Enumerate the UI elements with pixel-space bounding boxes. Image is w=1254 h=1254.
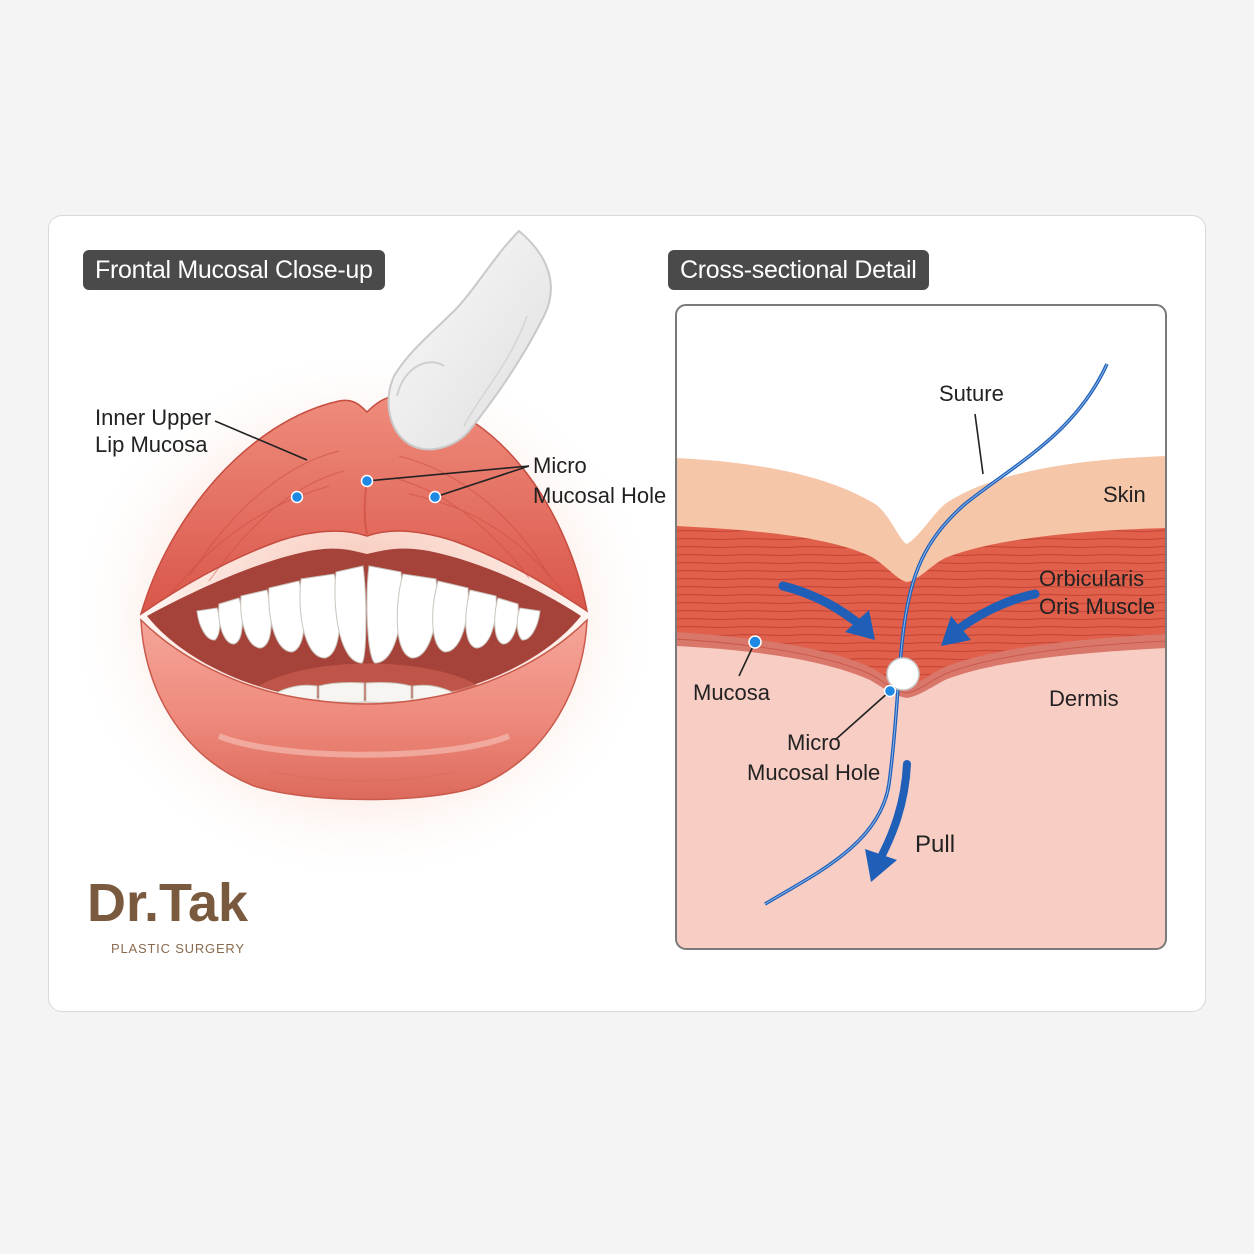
lower-lip-shape	[140, 618, 588, 801]
hole-marker-left	[290, 490, 304, 504]
label-suture: Suture	[939, 381, 1004, 406]
leader-hole	[834, 690, 891, 741]
frontal-lip-illustration: Inner Upper Lip Mucosa Micro Mucosal Hol…	[64, 229, 666, 956]
label-micro-hole-2: Mucosal Hole	[533, 483, 666, 508]
mucosa-marker	[748, 635, 762, 649]
logo-wordmark: Dr.Tak	[87, 873, 249, 933]
leader-micro-hole-b	[434, 465, 530, 498]
label-muscle-1: Orbicularis	[1039, 566, 1144, 591]
cross-section-diagram: Suture Skin Orbicularis Oris Muscle Muco…	[675, 304, 1167, 950]
label-skin: Skin	[1103, 482, 1146, 507]
label-micro-hole-1: Micro	[533, 453, 587, 478]
right-panel-title: Cross-sectional Detail	[668, 250, 929, 290]
mucosa-layer	[676, 632, 1166, 698]
label-hole-2: Mucosal Hole	[747, 760, 880, 785]
arrow-right-inward	[950, 589, 1040, 637]
label-hole-1: Micro	[787, 730, 841, 755]
leader-micro-hole-a	[366, 465, 530, 482]
cross-section-frame	[675, 304, 1167, 950]
label-pull: Pull	[915, 831, 955, 858]
label-inner-upper-lip-2: Lip Mucosa	[95, 432, 208, 457]
gloved-finger	[387, 229, 552, 451]
label-muscle-2: Oris Muscle	[1039, 594, 1155, 619]
leader-suture	[974, 413, 984, 475]
figure-card: Inner Upper Lip Mucosa Micro Mucosal Hol…	[48, 215, 1206, 1012]
pull-arrow	[876, 760, 911, 863]
micro-hole-circle	[886, 657, 920, 691]
left-panel-title: Frontal Mucosal Close-up	[83, 250, 385, 290]
hole-marker-right	[428, 490, 442, 504]
micro-hole-markers	[290, 474, 442, 504]
upper-teeth	[196, 565, 541, 664]
label-inner-upper-lip-1: Inner Upper	[95, 405, 211, 430]
skin-layer	[676, 456, 1166, 588]
leader-inner-lip	[214, 420, 308, 461]
label-mucosa: Mucosa	[693, 680, 771, 705]
hole-marker-center	[360, 474, 374, 488]
hole-marker	[883, 684, 897, 698]
label-dermis: Dermis	[1049, 686, 1119, 711]
logo-subtitle: PLASTIC SURGERY	[111, 941, 245, 956]
